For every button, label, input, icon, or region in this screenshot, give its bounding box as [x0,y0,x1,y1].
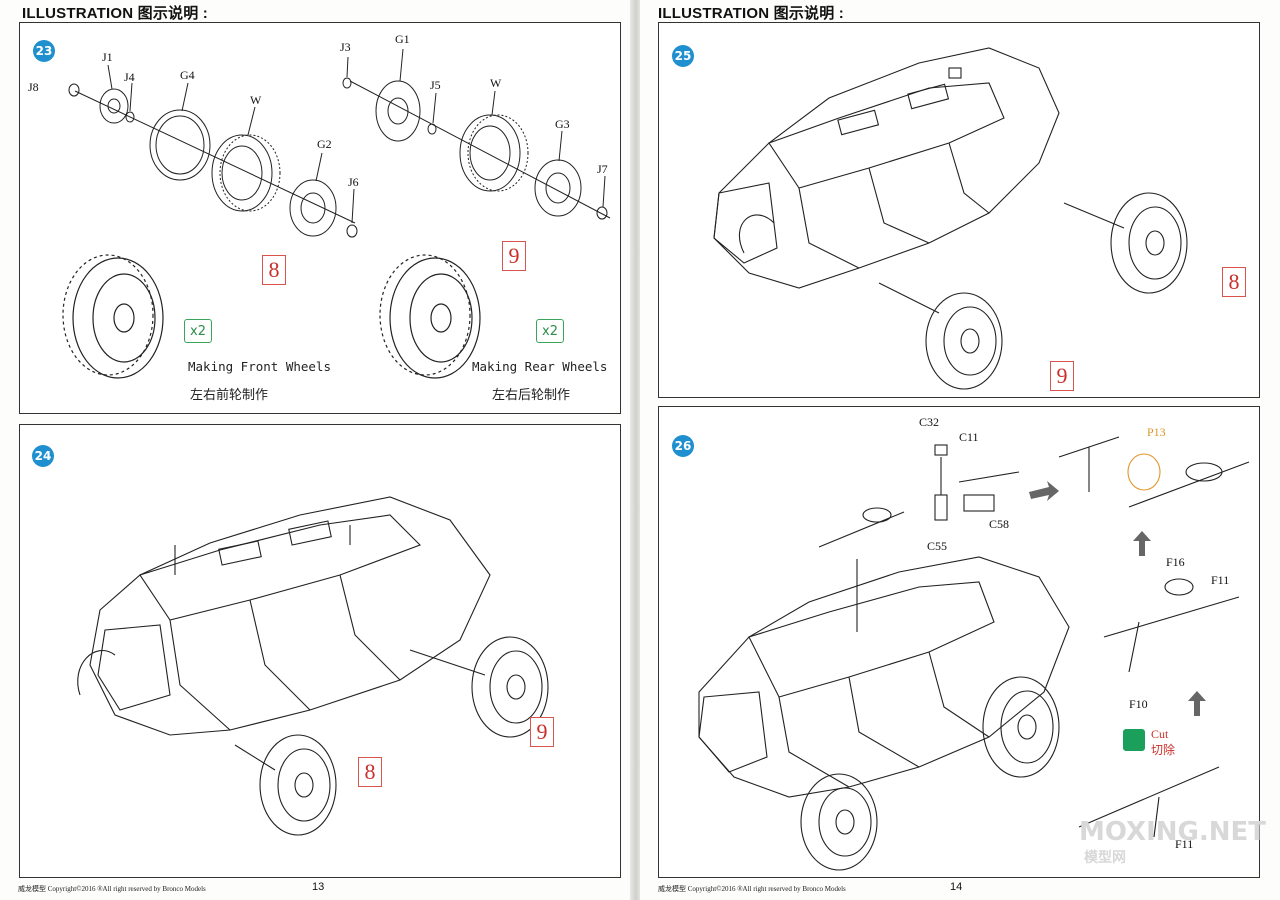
part-label-j8: J8 [28,80,39,94]
part-label-j5: J5 [430,78,441,92]
rear-wheels-caption: Making Rear Wheels [472,359,608,374]
step-24-panel: 24 [19,424,621,878]
cut-label-cn: 切除 [1151,743,1176,757]
part-label-w-rear: W [490,76,502,90]
part-label-c32: C32 [919,415,940,429]
step-26-panel: 26 [658,406,1266,878]
step-number-badge: 23 [33,40,55,62]
step-number-badge: 24 [32,445,54,467]
part-label-w-front: W [250,93,262,107]
part-label-f11: F11 [1211,573,1230,587]
part-label-j1: J1 [102,50,113,64]
step-23-panel: 23 [19,22,621,414]
step-25-panel: 25 [658,22,1260,398]
part-label-g4: G4 [180,68,195,82]
weapon-mount-drawing [698,436,1250,871]
part-label-g3: G3 [555,117,570,131]
front-wheel-part-number: 8 [262,255,286,285]
part-label-f16: F16 [1166,555,1185,569]
part-label-c11: C11 [959,430,979,444]
right-page: ILLUSTRATION 图示说明 : 25 [640,0,1280,900]
rear-qty-badge: x2 [536,319,564,343]
front-wheels-caption-cn: 左右前轮制作 [190,388,269,403]
front-wheel-part-number: 8 [358,757,382,787]
part-label-j3: J3 [340,40,351,54]
step-number-badge: 26 [672,435,694,457]
rear-wheels-caption-cn: 左右后轮制作 [492,388,571,403]
front-wheel-part-number: 9 [1050,361,1074,391]
left-page: ILLUSTRATION 图示说明 : 23 [0,0,634,900]
page-header: ILLUSTRATION 图示说明 : [22,5,209,22]
part-label-j6: J6 [348,175,359,189]
front-wheels-caption: Making Front Wheels [188,359,331,374]
wheel-exploded-drawing [62,48,611,379]
part-label-f11-lower: F11 [1175,837,1194,851]
part-label-f10: F10 [1129,697,1148,711]
rear-wheel-part-number: 8 [1222,267,1246,297]
step-number-badge: 25 [672,45,694,67]
copyright-footer: 威龙模型 Copyright©2016 ®All right reserved … [18,885,206,893]
part-label-j7: J7 [597,162,608,176]
part-label-g1: G1 [395,32,410,46]
copyright-footer: 威龙模型 Copyright©2016 ®All right reserved … [658,885,846,893]
vehicle-drawing-step25 [713,47,1188,390]
watermark: MOXING.NET [1079,817,1267,847]
cut-label: Cut [1151,727,1169,741]
rear-wheel-part-number: 9 [502,241,526,271]
part-label-c58: C58 [989,517,1010,531]
vehicle-drawing-step24 [77,496,549,836]
part-label-g2: G2 [317,137,332,151]
part-label-c55: C55 [927,539,948,553]
front-qty-badge: x2 [184,319,212,343]
page-number: 13 [312,881,325,893]
page-number: 14 [950,881,963,893]
cut-icon [1123,729,1145,751]
rear-wheel-part-number: 9 [530,717,554,747]
part-label-j4: J4 [124,70,135,84]
page-header: ILLUSTRATION 图示说明 : [658,5,845,22]
watermark-cn: 模型网 [1084,850,1126,866]
part-label-p13: P13 [1147,425,1166,439]
